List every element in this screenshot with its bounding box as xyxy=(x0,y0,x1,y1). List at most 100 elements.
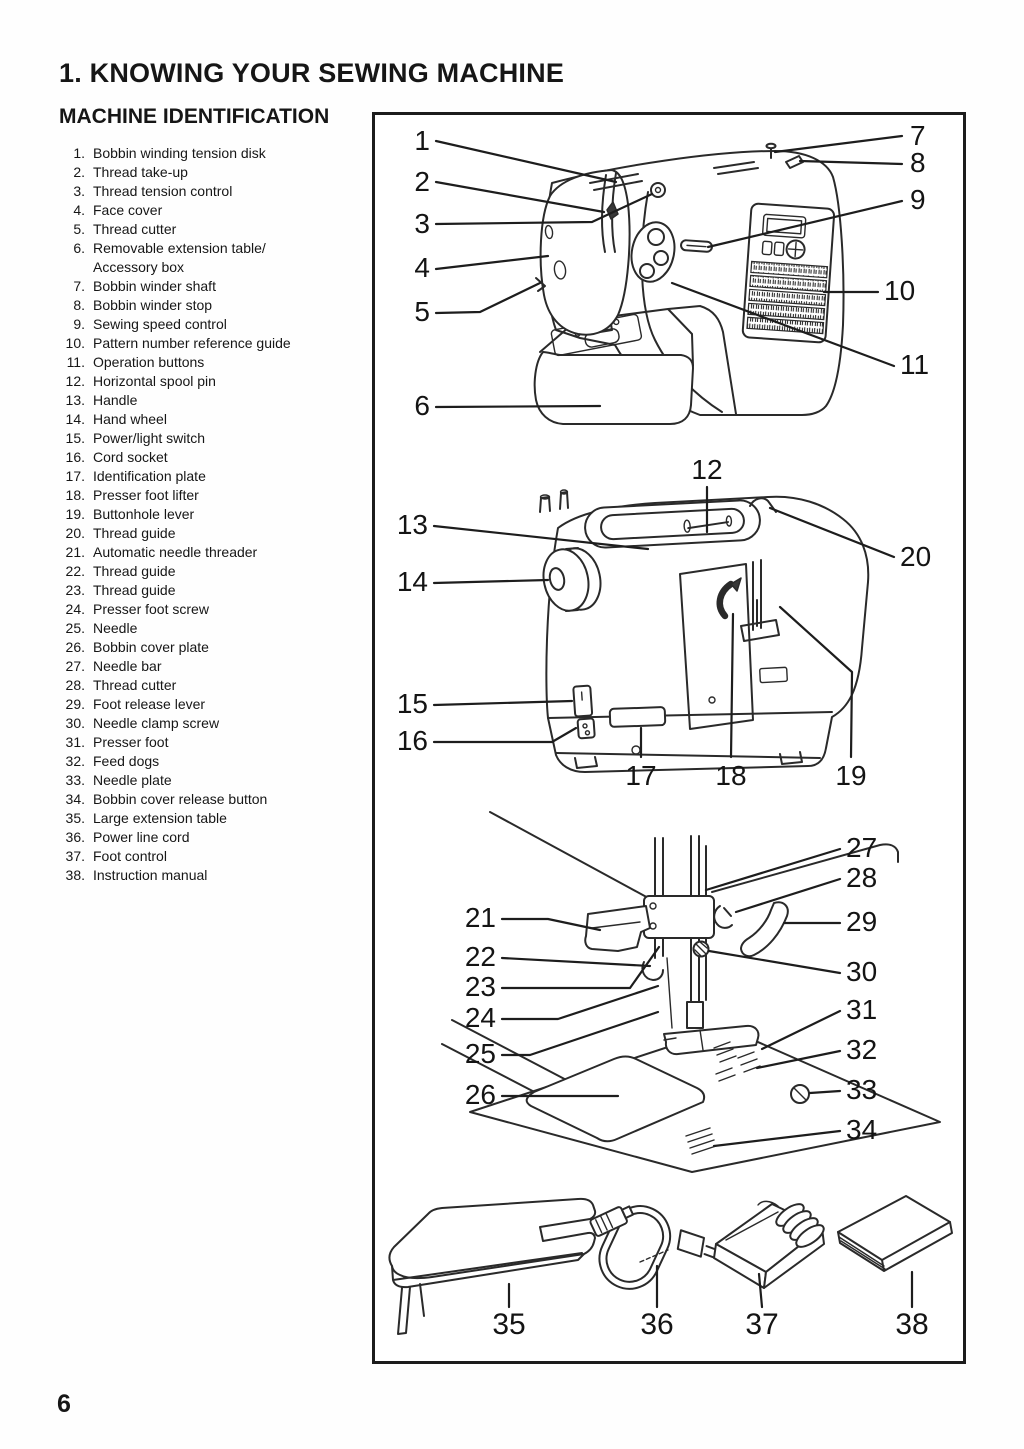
callout-8: 8 xyxy=(910,147,926,178)
parts-list-item: 1.Bobbin winding tension disk xyxy=(59,144,364,163)
parts-list-item: 36.Power line cord xyxy=(59,828,364,847)
lcd-display xyxy=(762,213,807,239)
parts-list-item: 17.Identification plate xyxy=(59,467,364,486)
parts-list-item-number: 2. xyxy=(73,164,85,180)
parts-list-item-number: 26. xyxy=(65,639,85,655)
parts-list-item-label: Thread cutter xyxy=(93,221,177,237)
presser-bar-rear xyxy=(740,559,780,642)
face-cover xyxy=(539,169,631,336)
machine-bed xyxy=(539,305,737,415)
callout-13: 13 xyxy=(397,509,428,540)
parts-list-item-label: Horizontal spool pin xyxy=(93,373,216,389)
callout-26: 26 xyxy=(465,1079,496,1110)
parts-list-item: 11.Operation buttons xyxy=(59,353,364,372)
needle-area-illustration: 21 22 23 24 25 26 27 28 29 30 31 32 33 3… xyxy=(441,811,941,1173)
callout-22: 22 xyxy=(465,941,496,972)
parts-list-item-number: 25. xyxy=(65,620,85,636)
parts-list-item-number: 20. xyxy=(65,525,85,541)
parts-list-item-number: 14. xyxy=(65,411,85,427)
parts-list-item-number: 34. xyxy=(65,791,85,807)
parts-list-item-label: Presser foot lifter xyxy=(93,487,199,503)
parts-list-item: 4.Face cover xyxy=(59,201,364,220)
accessories-illustration: 35 36 37 38 xyxy=(388,1195,953,1341)
callout-33: 33 xyxy=(846,1074,877,1105)
parts-list-item-number: 38. xyxy=(65,867,85,883)
parts-list-item: 2.Thread take-up xyxy=(59,163,364,182)
parts-list-item-label: Presser foot xyxy=(93,734,169,750)
callout-10: 10 xyxy=(884,275,915,306)
callout-12: 12 xyxy=(691,454,722,485)
parts-list-item-label: Large extension table xyxy=(93,810,227,826)
parts-list-item-label: Needle xyxy=(93,620,138,636)
parts-list-item: 13.Handle xyxy=(59,391,364,410)
parts-list-item: 37.Foot control xyxy=(59,847,364,866)
parts-list-item-number: 28. xyxy=(65,677,85,693)
bobbin-cover-release-button xyxy=(685,1127,717,1155)
callout-31: 31 xyxy=(846,994,877,1025)
page-number: 6 xyxy=(57,1390,71,1418)
thread-tension-control xyxy=(650,182,666,198)
parts-list-item-number: 3. xyxy=(73,183,85,199)
callout-11: 11 xyxy=(900,349,929,380)
parts-list-item: 31.Presser foot xyxy=(59,733,364,752)
needle-area-leader-lines xyxy=(500,847,842,1148)
callout-21: 21 xyxy=(465,902,496,933)
parts-list-item-label: Buttonhole lever xyxy=(93,506,195,522)
parts-list-item-label: Needle plate xyxy=(93,772,172,788)
parts-list-item-number: 9. xyxy=(73,316,85,332)
parts-list-item-label: Thread tension control xyxy=(93,183,233,199)
parts-list-item-number: 17. xyxy=(65,468,85,484)
accessories-leader-lines xyxy=(507,1264,914,1309)
presser-foot-lifter xyxy=(716,580,735,620)
rear-view-leader-lines xyxy=(432,485,896,759)
callout-34: 34 xyxy=(846,1114,877,1145)
parts-list-item-number: 30. xyxy=(65,715,85,731)
parts-list-item: 7. Bobbin winder shaft xyxy=(59,277,364,296)
parts-list-item: 28. Thread cutter xyxy=(59,676,364,695)
parts-list-item-label: Presser foot screw xyxy=(93,601,209,617)
callout-29: 29 xyxy=(846,906,877,937)
parts-list-item-label: Thread guide xyxy=(93,563,176,579)
parts-list-item-number: 33. xyxy=(65,772,85,788)
parts-list-item-number: 21. xyxy=(65,544,85,560)
presser-foot xyxy=(663,1024,760,1056)
parts-list-item: 15. Power/light switch xyxy=(59,429,364,448)
parts-list-item-number: 12. xyxy=(65,373,85,389)
parts-list-item: 12. Horizontal spool pin xyxy=(59,372,364,391)
parts-list-item-number: 36. xyxy=(65,829,85,845)
hand-wheel xyxy=(542,547,602,612)
callout-4: 4 xyxy=(414,252,430,283)
parts-list-item-label: Power/light switch xyxy=(93,430,206,446)
callout-25: 25 xyxy=(465,1038,496,1069)
parts-list-item: 35. Large extension table xyxy=(59,809,364,828)
callout-9: 9 xyxy=(910,184,926,215)
feed-dogs xyxy=(713,1041,761,1082)
parts-list-item: 27.Needle bar xyxy=(59,657,364,676)
parts-list-item-label: Hand wheel xyxy=(93,411,167,427)
parts-list-item: 33. Needle plate xyxy=(59,771,364,790)
callout-15: 15 xyxy=(397,688,428,719)
parts-list-item-number: 10. xyxy=(65,335,85,351)
large-extension-table xyxy=(388,1197,597,1335)
parts-list-item-label: Bobbin cover release button xyxy=(93,791,268,807)
parts-list-item: 32.Feed dogs xyxy=(59,752,364,771)
parts-list-item-number: 7. xyxy=(73,278,85,294)
callout-14: 14 xyxy=(397,566,428,597)
parts-list-item-number: 35. xyxy=(65,810,85,826)
parts-list-item: 22.Thread guide xyxy=(59,562,364,581)
front-view-leader-lines xyxy=(434,134,904,409)
parts-list-item-label: Bobbin winder shaft xyxy=(93,278,216,294)
callout-3: 3 xyxy=(414,208,430,239)
parts-list-item: 19. Buttonhole lever xyxy=(59,505,364,524)
parts-list-item: 10. Pattern number reference guide xyxy=(59,334,364,353)
parts-list-item-number: 19. xyxy=(65,506,85,522)
parts-list-item-label: Pattern number reference guide xyxy=(93,335,291,351)
parts-list-item-label: Thread cutter xyxy=(93,677,177,693)
extension-table xyxy=(533,351,694,425)
parts-list-item-number: 37. xyxy=(65,848,85,864)
figure-illustrations: 1 2 3 4 5 6 7 8 9 10 11 xyxy=(388,120,953,1341)
parts-list-item-number: 15. xyxy=(65,430,85,446)
callout-38: 38 xyxy=(895,1308,928,1341)
callout-17: 17 xyxy=(625,760,656,791)
